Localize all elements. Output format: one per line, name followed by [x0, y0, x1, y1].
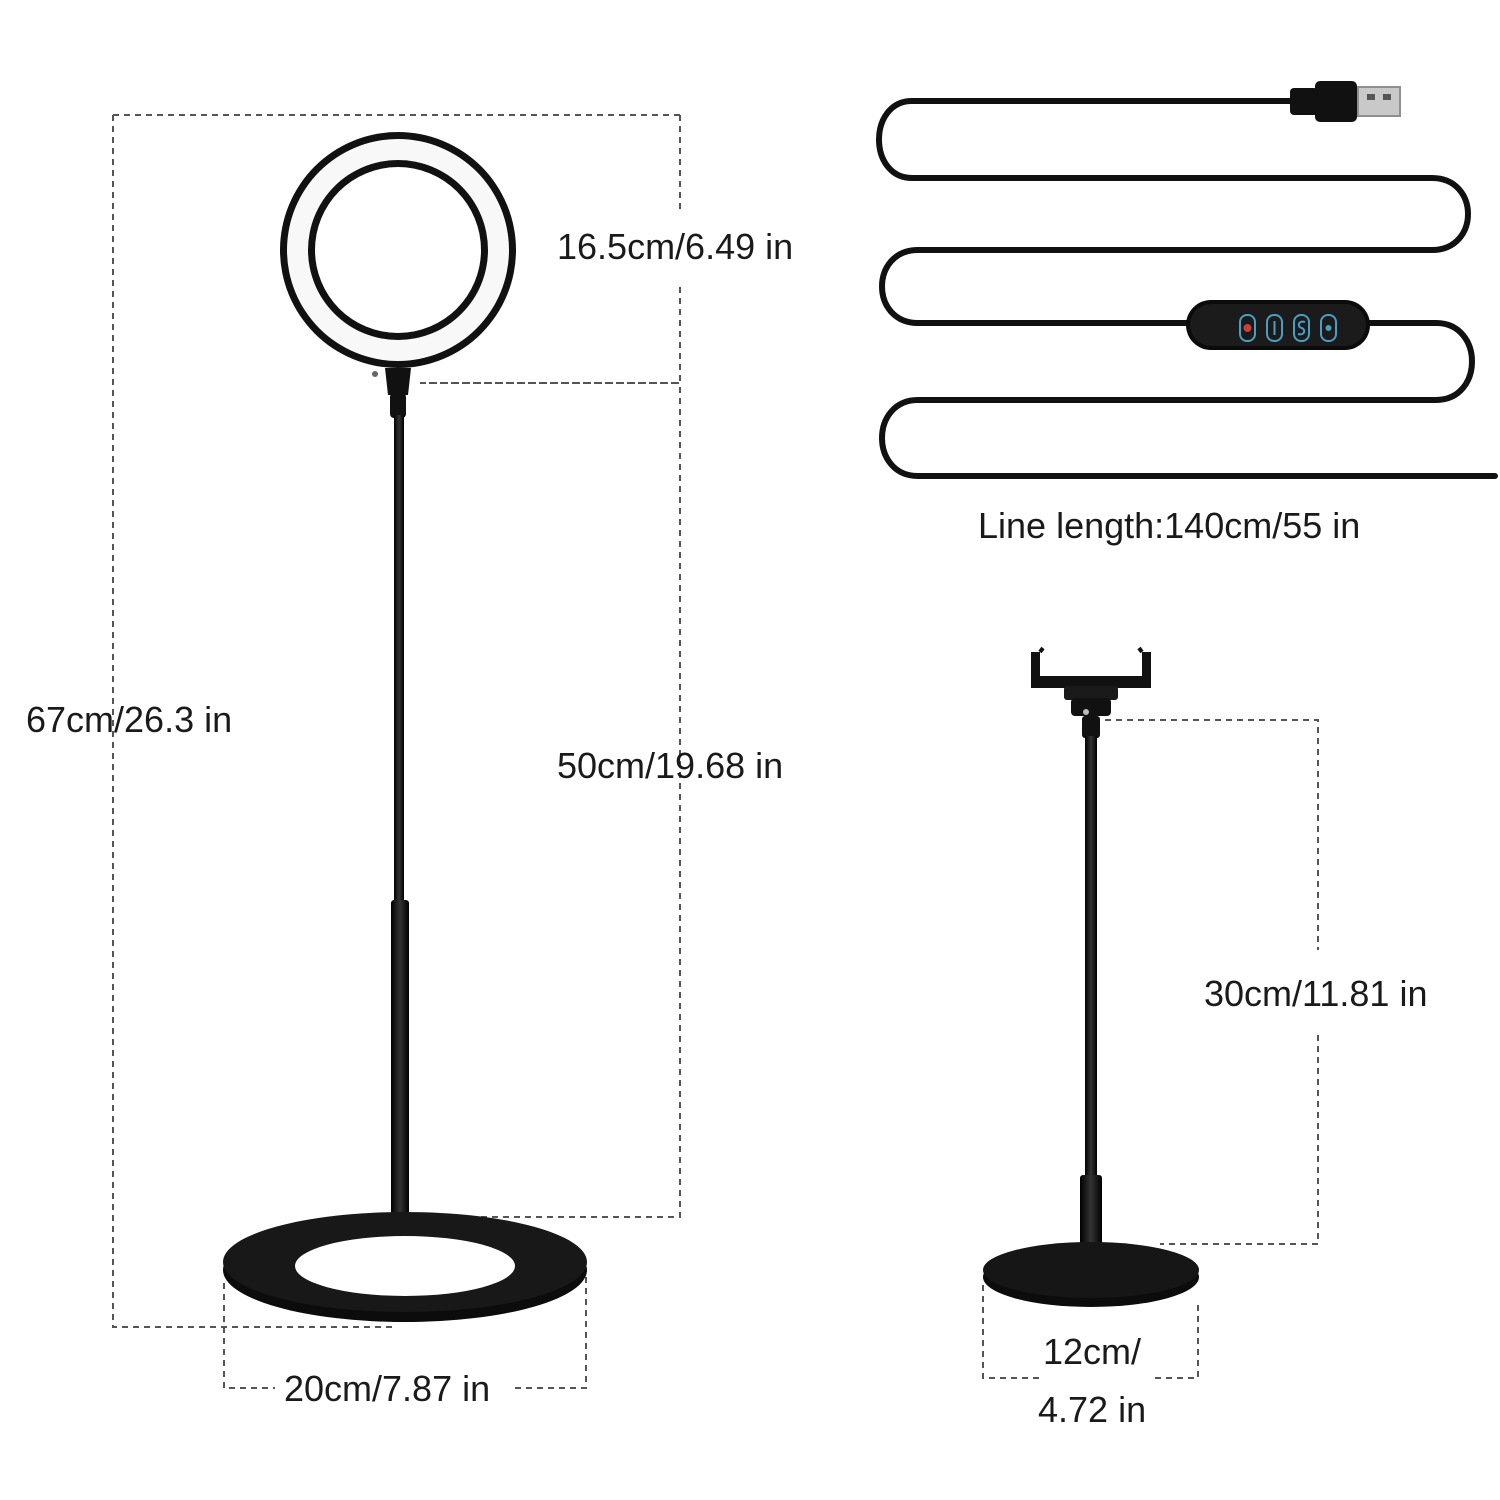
controller-power-button [1239, 314, 1256, 342]
controller-dim-button [1320, 314, 1337, 342]
total-height-label: 67cm/26.3 in [26, 699, 233, 740]
controller-brightness-button [1266, 314, 1283, 342]
base-diameter-dim-line [223, 1270, 587, 1389]
controller-mode-button [1293, 314, 1310, 342]
phone-holder-dimension-lines [982, 719, 1319, 1379]
holder-base-label-line2: 4.72 in [1038, 1389, 1147, 1430]
holder-height-label: 30cm/11.81 in [1204, 973, 1428, 1014]
holder-base-dim-line [982, 1285, 1199, 1379]
holder-base-label-line1: 12cm/ [1043, 1331, 1142, 1372]
pole-height-label: 50cm/19.68 in [557, 745, 784, 786]
ring-diameter-dim-line [420, 115, 681, 384]
pole-height-dim-line [420, 382, 681, 1218]
phone-holder-icon [983, 646, 1199, 1307]
ring-light-dimension-lines [112, 114, 681, 1389]
total-height-dim-line [112, 114, 680, 1328]
ring-light-icon [223, 132, 587, 1322]
base-diameter-label: 20cm/7.87 in [284, 1368, 491, 1409]
holder-height-dim-line [1105, 719, 1319, 1245]
ring-diameter-label: 16.5cm/6.49 in [557, 226, 794, 267]
usb-cable-icon [876, 81, 1498, 479]
inline-controller-icon [1186, 300, 1370, 350]
line-length-label: Line length:140cm/55 in [978, 505, 1361, 546]
